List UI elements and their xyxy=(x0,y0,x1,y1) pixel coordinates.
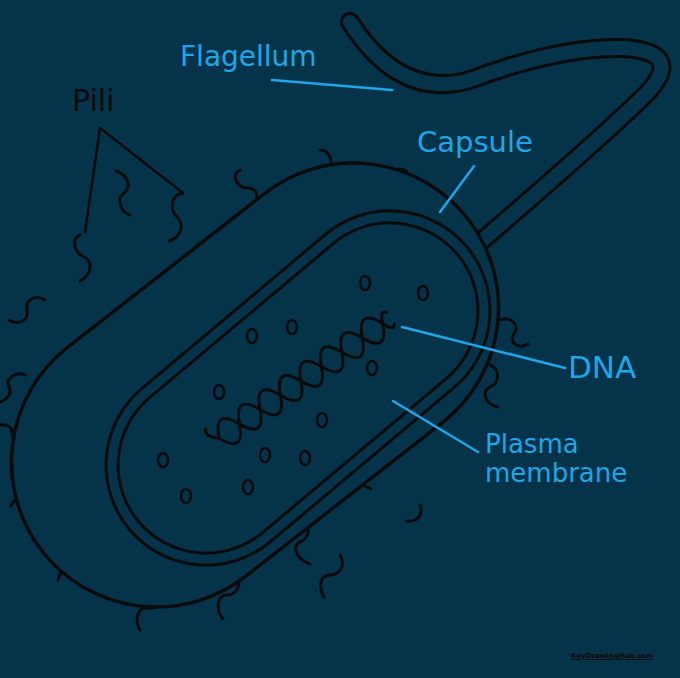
pilus xyxy=(500,319,528,346)
ribosome xyxy=(300,451,310,465)
leader-line xyxy=(393,401,478,452)
dna-loop xyxy=(204,425,219,442)
cell-wall xyxy=(65,170,531,606)
pilus xyxy=(116,171,130,215)
ribosome xyxy=(367,361,377,375)
leader-line xyxy=(440,166,474,212)
pilus xyxy=(74,235,89,281)
ribosome xyxy=(260,448,270,462)
dna-strand xyxy=(211,306,399,449)
pilus xyxy=(485,365,498,407)
watermark: KeyDrawingHub.com xyxy=(571,653,676,661)
ribosomes xyxy=(158,276,428,503)
ribosome xyxy=(247,329,257,343)
capsule-outline xyxy=(0,105,557,666)
part-label: DNA xyxy=(568,350,678,384)
ribosome xyxy=(214,385,224,399)
leader-line xyxy=(272,80,392,90)
ribosome xyxy=(317,413,327,427)
ribosome xyxy=(181,489,191,503)
part-label: Flagellum xyxy=(180,42,380,73)
plasma-membrane xyxy=(82,187,514,589)
ribosome xyxy=(360,276,370,290)
pilus xyxy=(0,374,25,402)
dna-strands xyxy=(204,305,399,454)
ribosome xyxy=(243,480,253,494)
leader-line xyxy=(402,327,565,368)
part-label: Capsule xyxy=(417,127,617,159)
pilus xyxy=(169,193,183,241)
pilus xyxy=(406,505,421,521)
ribosome xyxy=(418,286,428,300)
ribosome xyxy=(287,320,297,334)
part-label: Pili xyxy=(72,84,172,117)
ribosome xyxy=(158,453,168,467)
pilus xyxy=(9,298,45,323)
pilus xyxy=(321,555,343,597)
dna-strand xyxy=(211,306,399,449)
leader-line xyxy=(85,128,183,232)
part-label: Plasma membrane xyxy=(485,430,645,487)
